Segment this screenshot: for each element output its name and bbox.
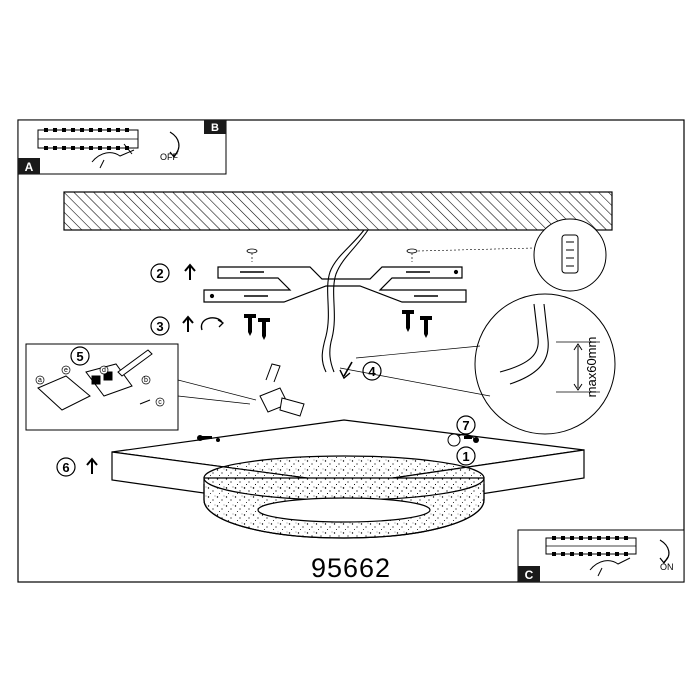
step-4: 4 — [362, 361, 382, 381]
inset-a: A B OFF — [17, 119, 227, 175]
step-3-number: 3 — [156, 319, 163, 334]
wiring-detail: 5 a b c d e — [25, 343, 179, 431]
terminal-block-icon — [545, 536, 637, 556]
up-arrow-icon — [184, 263, 196, 280]
terminal-block-icon — [37, 128, 139, 150]
ceiling-hole-right — [406, 248, 418, 262]
ceiling — [63, 191, 613, 231]
svg-text:b: b — [144, 377, 148, 384]
model-number: 95662 — [311, 553, 391, 583]
switch-off-label: OFF — [160, 152, 178, 162]
up-arrow-icon — [86, 457, 98, 474]
step-4-number: 4 — [368, 364, 376, 379]
inset-b-label: B — [211, 122, 219, 134]
fixing-screw-icon — [447, 433, 479, 447]
inset-c-label: C — [525, 568, 534, 582]
hand-icon — [589, 557, 631, 577]
inset-b-label-box — [204, 120, 226, 134]
inset-c-label-box — [518, 566, 540, 582]
switch-on-label: ON — [660, 562, 674, 572]
inset-a-label: A — [25, 160, 34, 174]
lamp-connector-icon — [259, 363, 305, 417]
step-2: 2 — [150, 263, 196, 283]
svg-text:c: c — [158, 399, 162, 406]
svg-text:e: e — [64, 367, 68, 374]
screwdriver-icon — [117, 349, 153, 377]
screw-icon — [244, 314, 270, 340]
step-7-number: 7 — [462, 418, 469, 433]
lamp-screw-icon — [197, 435, 220, 442]
step-3: 3 — [150, 315, 225, 336]
ceiling-lamp — [111, 419, 585, 539]
step-6-number: 6 — [62, 460, 69, 475]
wall-plug-detail — [417, 218, 607, 292]
cable-length-detail: max60mm — [339, 293, 616, 435]
hand-icon — [91, 143, 135, 169]
svg-text:a: a — [38, 377, 42, 384]
max-length-label: max60mm — [584, 337, 599, 398]
step-1-number: 1 — [462, 449, 469, 464]
outer-frame — [17, 119, 685, 583]
mounting-bracket — [203, 266, 467, 303]
step-2-number: 2 — [156, 266, 163, 281]
rotate-icon — [200, 317, 223, 331]
inset-a-label-box — [18, 158, 40, 174]
wall-plug-icon — [561, 234, 579, 274]
ceiling-hole-left — [246, 248, 258, 262]
svg-text:d: d — [102, 367, 106, 374]
screw-icon — [402, 310, 432, 338]
wiring-marks: a b c d e — [35, 365, 165, 407]
inset-c: C ON — [517, 529, 685, 583]
step-1: 1 — [456, 446, 476, 466]
up-arrow-icon — [182, 315, 194, 332]
insert-arrow-icon — [343, 361, 353, 377]
step-6: 6 — [56, 457, 98, 477]
step-7: 7 — [456, 415, 476, 435]
lamp-diffuser — [203, 455, 485, 539]
step-5-number: 5 — [76, 349, 83, 364]
power-cable — [321, 229, 369, 373]
